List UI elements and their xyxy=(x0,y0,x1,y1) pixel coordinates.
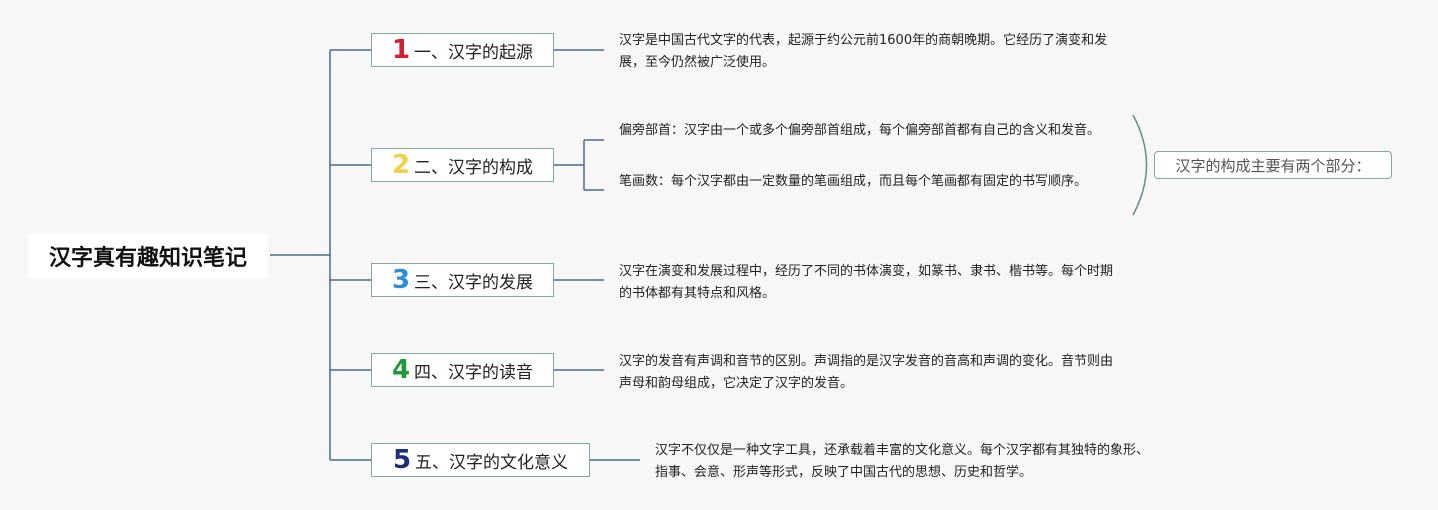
branch-number-3: 3 xyxy=(391,265,411,295)
branch-label-origin: 一、汉字的起源 xyxy=(414,42,534,63)
root-topic[interactable]: 汉字真有趣知识笔记 xyxy=(28,234,268,278)
note-culture: 汉字不仅仅是一种文字工具，还承载着丰富的文化意义。每个汉字都有其独特的象形、指事… xyxy=(655,443,1150,480)
note-strokes: 笔画数：每个汉字都由一定数量的笔画组成，而且每个笔画都有固定的书写顺序。 xyxy=(619,174,1088,189)
summary-label: 汉字的构成主要有两个部分： xyxy=(1175,156,1371,175)
branch-label-pronunciation: 四、汉字的读音 xyxy=(414,362,534,383)
connector-note-split xyxy=(553,139,604,191)
branch-culture[interactable]: 5 五、汉字的文化意义 xyxy=(371,443,590,477)
branch-number-4: 4 xyxy=(391,355,411,385)
branch-label-development: 三、汉字的发展 xyxy=(414,272,534,293)
branch-number-5: 5 xyxy=(392,445,412,475)
summary-bracket xyxy=(1132,114,1148,216)
note-radical: 偏旁部首：汉字由一个或多个偏旁部首组成，每个偏旁部首都有自己的含义和发音。 xyxy=(619,123,1101,138)
branch-composition[interactable]: 2 二、汉字的构成 xyxy=(371,148,554,182)
note-development: 汉字在演变和发展过程中，经历了不同的书体演变，如篆书、隶书、楷书等。每个时期的书… xyxy=(619,264,1114,301)
branch-number-1: 1 xyxy=(391,35,411,65)
branch-origin[interactable]: 1 一、汉字的起源 xyxy=(371,33,554,67)
branch-label-culture: 五、汉字的文化意义 xyxy=(415,452,569,473)
branch-number-2: 2 xyxy=(391,150,411,180)
branch-label-composition: 二、汉字的构成 xyxy=(414,157,534,178)
root-topic-label: 汉字真有趣知识笔记 xyxy=(48,246,247,271)
note-origin: 汉字是中国古代文字的代表，起源于约公元前1600年的商朝晚期。它经历了演变和发展… xyxy=(619,33,1108,70)
branch-pronunciation[interactable]: 4 四、汉字的读音 xyxy=(371,353,554,387)
note-pronunciation: 汉字的发音有声调和音节的区别。声调指的是汉字发音的音高和声调的变化。音节则由声母… xyxy=(619,354,1114,391)
summary-topic[interactable]: 汉字的构成主要有两个部分： xyxy=(1154,151,1392,179)
branch-development[interactable]: 3 三、汉字的发展 xyxy=(371,263,554,297)
